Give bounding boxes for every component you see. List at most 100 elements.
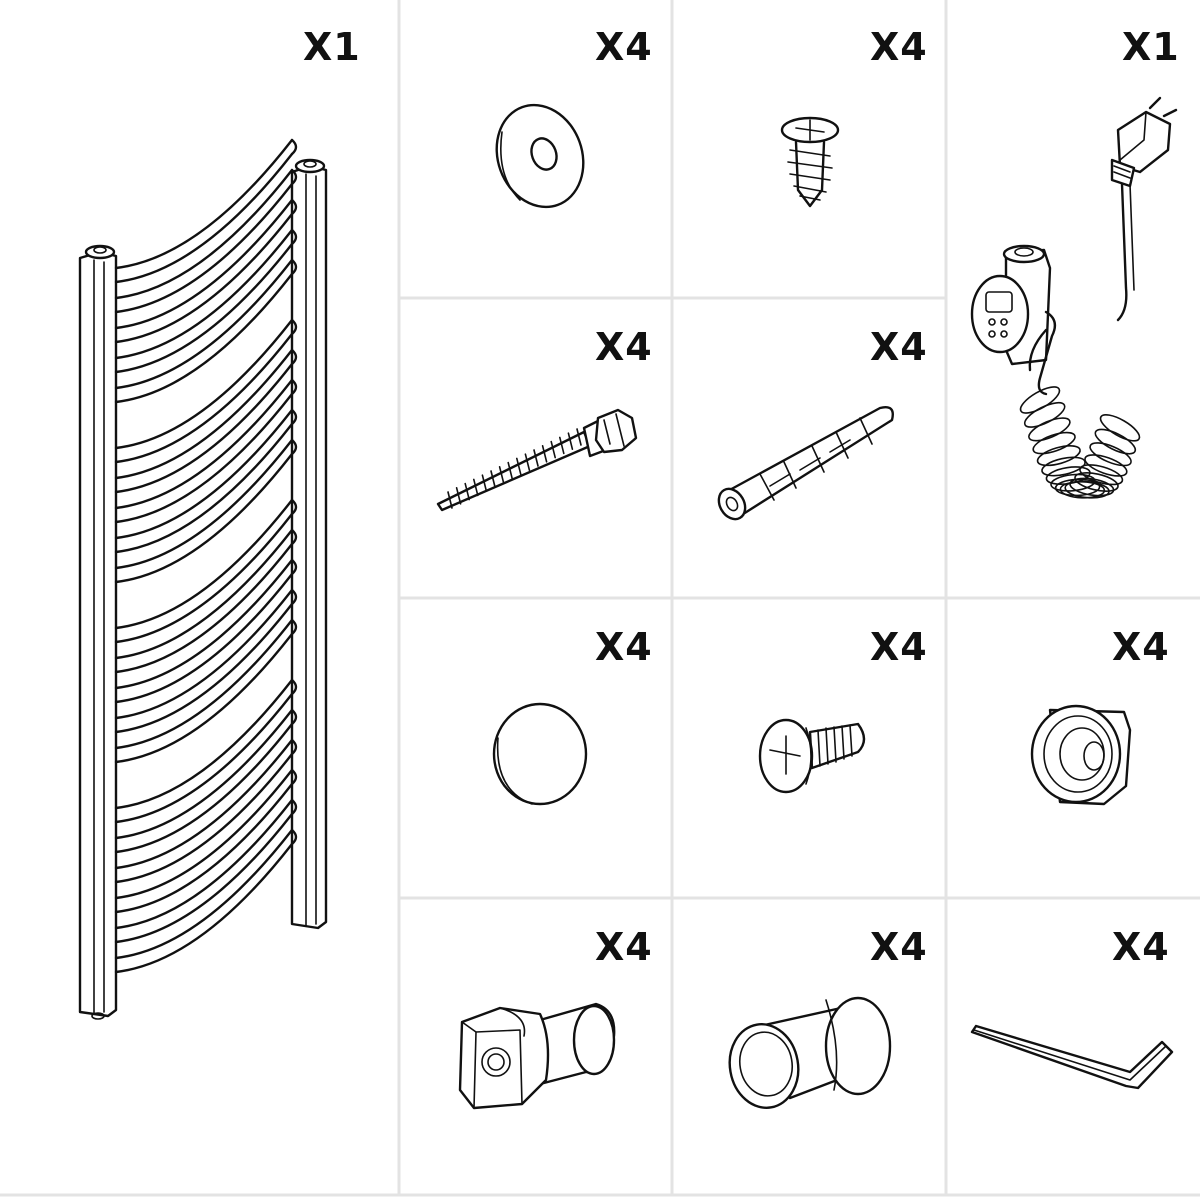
radiator-rail — [114, 258, 294, 390]
radiator-rail — [114, 678, 294, 810]
part-quantity: X4 — [870, 325, 928, 369]
radiator-rail — [114, 692, 294, 824]
screw-thread — [567, 432, 574, 451]
radiator-rail — [114, 348, 294, 480]
radiator-rail-end — [290, 258, 298, 276]
radiator-rail-end — [290, 768, 298, 786]
part-quantity: X4 — [595, 325, 653, 369]
radiator-rail — [114, 408, 294, 540]
radiator-rail — [114, 198, 294, 330]
screw-thread — [541, 444, 548, 463]
radiator-rail — [114, 558, 294, 690]
radiator-rail-end — [290, 168, 298, 186]
radiator-rail — [114, 542, 294, 674]
part-cell-towel-radiator: X1 — [0, 0, 399, 1195]
radiator-rail — [114, 182, 294, 314]
radiator-rail — [114, 228, 294, 360]
screw-thread — [558, 436, 565, 455]
radiator-rail — [114, 498, 294, 630]
radiator-rail-end — [290, 588, 298, 606]
screw-thread — [524, 453, 531, 472]
cable-coil — [1028, 417, 1071, 442]
part-quantity: X4 — [870, 925, 928, 969]
radiator-rail — [114, 572, 294, 704]
radiator-rail-end — [290, 228, 298, 246]
radiator-rail — [114, 438, 294, 570]
radiator-rail — [114, 378, 294, 510]
radiator-rail — [114, 752, 294, 884]
screw-thread — [464, 482, 471, 501]
radiator-rail — [114, 708, 294, 840]
cable-coil — [1084, 454, 1128, 477]
radiator-rail-end — [290, 798, 298, 816]
part-cell-machine-screw: X4 — [672, 598, 946, 898]
part-quantity: X4 — [1112, 625, 1170, 669]
radiator-rail — [114, 768, 294, 900]
screw-thread — [472, 478, 479, 497]
screw-thread — [447, 491, 453, 509]
radiator-rail-end — [290, 558, 298, 576]
radiator-rail — [114, 588, 294, 720]
radiator-rail — [114, 602, 294, 734]
cable-coil — [1099, 413, 1141, 442]
part-cell-cover-cap: X4 — [399, 598, 672, 898]
radiator-rail — [114, 242, 294, 374]
radiator-rail — [114, 362, 294, 494]
radiator-rail — [114, 782, 294, 914]
radiator-rail — [114, 138, 294, 270]
part-cell-short-screw: X4 — [672, 0, 946, 298]
screw-thread — [515, 457, 522, 476]
radiator-rail — [114, 722, 294, 854]
radiator-rail — [114, 512, 294, 644]
part-cell-hex-head-screw: X4 — [399, 298, 672, 598]
part-cell-spacer-sleeve: X4 — [672, 898, 946, 1195]
radiator-rail — [114, 152, 294, 284]
radiator-rail-end — [290, 708, 298, 726]
part-quantity: X4 — [595, 625, 653, 669]
radiator-rail-end — [290, 528, 298, 546]
radiator-rail — [114, 168, 294, 300]
part-quantity: X4 — [595, 25, 653, 69]
radiator-rail — [114, 528, 294, 660]
radiator-rail — [114, 798, 294, 930]
radiator-rail — [114, 632, 294, 764]
radiator-rail — [114, 318, 294, 450]
part-cell-wall-anchor: X4 — [672, 298, 946, 598]
part-cell-allen-key: X4 — [946, 898, 1200, 1195]
radiator-rail-end — [290, 348, 298, 366]
radiator-rail-end — [290, 828, 298, 846]
radiator-rail — [114, 392, 294, 524]
radiator-rail-end — [290, 438, 298, 456]
radiator-rail-end — [290, 378, 298, 396]
radiator-rail-end — [290, 138, 298, 156]
radiator-rail-end — [290, 738, 298, 756]
screw-thread — [576, 428, 582, 446]
part-quantity: X1 — [303, 25, 361, 69]
part-quantity: X1 — [1122, 25, 1180, 69]
part-quantity: X4 — [1112, 925, 1170, 969]
radiator-rail — [114, 828, 294, 960]
radiator-rail — [114, 452, 294, 584]
part-cell-washer: X4 — [399, 0, 672, 298]
radiator-rail — [114, 618, 294, 750]
radiator-rail-end — [290, 198, 298, 216]
radiator-rail — [114, 332, 294, 464]
radiator-rail — [114, 842, 294, 974]
screw-thread — [498, 465, 505, 484]
radiator-rail-end — [290, 498, 298, 516]
part-cell-bracket-adapter: X4 — [399, 898, 672, 1195]
screw-thread — [507, 461, 514, 480]
radiator-rail — [114, 272, 294, 404]
